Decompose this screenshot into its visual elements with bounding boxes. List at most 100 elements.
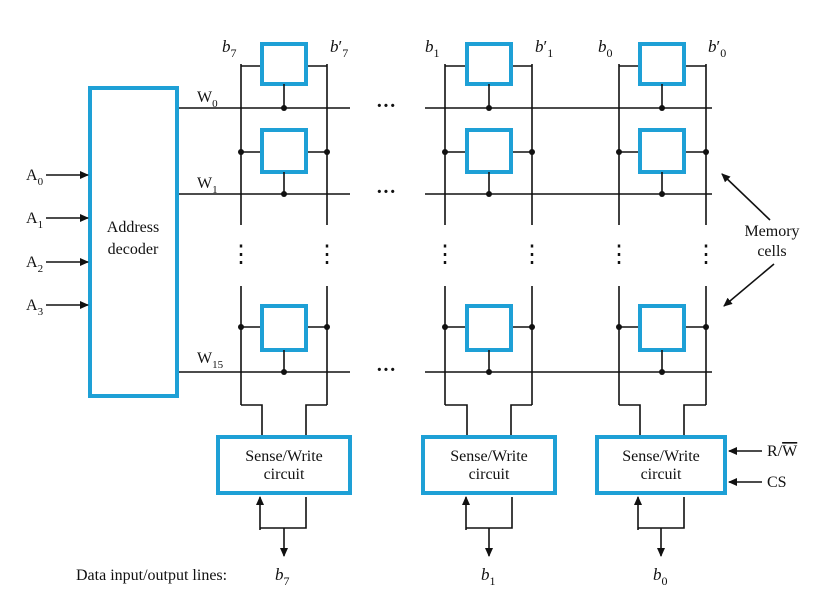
memory-cell	[445, 42, 532, 111]
ellipsis-w1: ···	[376, 181, 396, 203]
svg-text:A0: A0	[26, 167, 44, 188]
rw-w: W	[782, 443, 798, 460]
out-b0-sub: 0	[662, 574, 668, 588]
memory-cells-arrow-up	[721, 173, 771, 221]
ellipsis-w0: ···	[376, 95, 396, 117]
bit-column-b0: b0 b′0 ⋮ ⋮	[598, 37, 726, 436]
memory-cells-label-line1: Memory	[744, 223, 799, 240]
sw-b7-line1: Sense/Write	[245, 448, 323, 465]
bit-column-b7: b7 b′7 ⋮ ⋮	[222, 37, 348, 436]
decoder-label-line2: decoder	[108, 241, 159, 258]
control-rw: R/W	[728, 443, 798, 460]
svg-text:b0: b0	[653, 565, 668, 588]
svg-text:W15: W15	[197, 350, 224, 371]
memory-cells-arrow-down	[723, 263, 775, 307]
memory-cell	[616, 128, 709, 197]
svg-text:b′7: b′7	[330, 37, 348, 60]
out-b1: b	[481, 565, 490, 584]
a0-sub: 0	[38, 176, 44, 188]
bit-column-b1: b1 b′1 ⋮ ⋮	[425, 37, 553, 436]
io-line-b0	[634, 496, 685, 557]
svg-text:W1: W1	[197, 175, 218, 196]
out-b0: b	[653, 565, 662, 584]
memory-cell	[442, 128, 535, 197]
address-input-a1: A1	[26, 210, 89, 231]
b0prime-label: b	[708, 37, 717, 56]
memory-cells-label-line2: cells	[757, 243, 786, 260]
a1-sub: 1	[38, 219, 44, 231]
memory-cell	[238, 128, 330, 197]
b7-sub: 7	[231, 46, 237, 60]
w15-base: W	[197, 350, 213, 367]
memory-cell	[619, 42, 706, 111]
b1prime-sub: 1	[547, 46, 553, 60]
a3-sub: 3	[38, 306, 44, 318]
memory-cell	[241, 42, 327, 111]
ellipsis-w15: ···	[376, 359, 396, 381]
io-line-b7	[256, 496, 307, 557]
b7-label: b	[222, 37, 231, 56]
sw-b0-line1: Sense/Write	[622, 448, 700, 465]
address-input-a2: A2	[26, 254, 89, 275]
a2-base: A	[26, 254, 38, 271]
svg-text:b′1: b′1	[535, 37, 553, 60]
w1-base: W	[197, 175, 213, 192]
svg-text:b1: b1	[481, 565, 496, 588]
svg-text:A2: A2	[26, 254, 43, 275]
sw-b1-line2: circuit	[469, 466, 510, 483]
memory-cell	[238, 304, 330, 375]
vdots-b7: ⋮	[229, 242, 253, 268]
sense-write-circuit-b7: Sense/Write circuit	[216, 435, 352, 495]
vdots-b0prime: ⋮	[694, 242, 718, 268]
address-input-a3: A3	[26, 297, 89, 318]
svg-text:A1: A1	[26, 210, 43, 231]
vdots-b1: ⋮	[433, 242, 457, 268]
a3-base: A	[26, 297, 38, 314]
a2-sub: 2	[38, 263, 44, 275]
vdots-b1prime: ⋮	[520, 242, 544, 268]
w0-sub: 0	[212, 98, 218, 110]
vdots-b0: ⋮	[607, 242, 631, 268]
data-lines-label: Data input/output lines:	[76, 567, 227, 584]
b7prime-label: b	[330, 37, 339, 56]
b7prime-sub: 7	[342, 46, 348, 60]
rw-r: R/	[767, 443, 783, 460]
svg-text:b0: b0	[598, 37, 613, 60]
svg-text:A3: A3	[26, 297, 44, 318]
memory-cell	[442, 304, 535, 375]
a0-base: A	[26, 167, 38, 184]
svg-text:R/W: R/W	[767, 443, 798, 460]
out-b1-sub: 1	[490, 574, 496, 588]
address-input-a0: A0	[26, 167, 89, 188]
svg-text:b7: b7	[275, 565, 290, 588]
svg-text:b1: b1	[425, 37, 440, 60]
memory-cell	[616, 304, 709, 375]
out-b7-sub: 7	[284, 574, 290, 588]
io-line-b1	[462, 496, 513, 557]
cs-label: CS	[767, 474, 787, 491]
b0-label: b	[598, 37, 607, 56]
svg-text:b′0: b′0	[708, 37, 726, 60]
sense-write-circuit-b1: Sense/Write circuit	[421, 435, 557, 495]
sw-b0-line2: circuit	[641, 466, 682, 483]
address-decoder-box	[88, 86, 179, 398]
sense-write-circuit-b0: Sense/Write circuit	[595, 435, 727, 495]
b1prime-label: b	[535, 37, 544, 56]
w1-sub: 1	[212, 184, 218, 196]
b0prime-sub: 0	[720, 46, 726, 60]
sw-b1-line1: Sense/Write	[450, 448, 528, 465]
b1-label: b	[425, 37, 434, 56]
svg-text:W0: W0	[197, 89, 218, 110]
w0-base: W	[197, 89, 213, 106]
a1-base: A	[26, 210, 38, 227]
sw-b7-line2: circuit	[264, 466, 305, 483]
out-b7: b	[275, 565, 284, 584]
b1-sub: 1	[434, 46, 440, 60]
control-cs: CS	[728, 474, 787, 491]
b0-sub: 0	[607, 46, 613, 60]
decoder-label-line1: Address	[107, 219, 159, 236]
svg-text:b7: b7	[222, 37, 237, 60]
vdots-b7prime: ⋮	[315, 242, 339, 268]
